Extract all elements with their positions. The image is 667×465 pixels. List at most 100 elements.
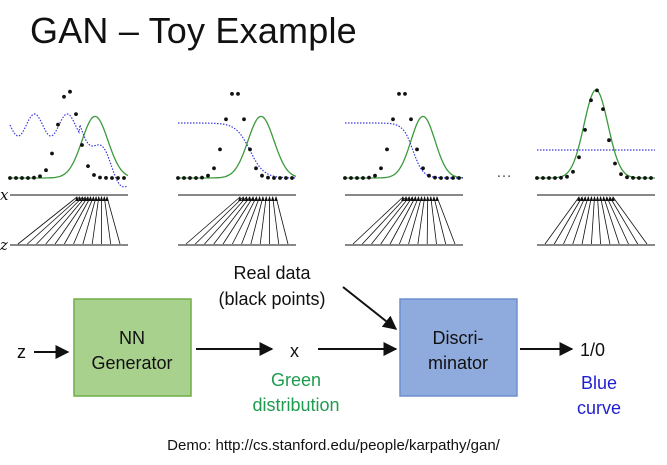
- real-data-point: [355, 176, 359, 180]
- mapping-arrow: [389, 196, 416, 245]
- mapping-arrow: [399, 196, 419, 245]
- mapping-arrow: [106, 196, 121, 245]
- real-data-point: [74, 112, 78, 116]
- mapping-arrowhead: [264, 196, 268, 201]
- real-data-point: [391, 117, 395, 122]
- mapping-arrowhead: [589, 196, 594, 201]
- real-data-point: [122, 176, 126, 180]
- real-data-point: [643, 176, 647, 180]
- mapping-arrow: [572, 196, 589, 245]
- real-data-point: [182, 176, 186, 180]
- generator-label-line1: NN: [119, 328, 145, 348]
- mapping-arrowhead: [586, 196, 591, 201]
- real-data-point: [284, 176, 288, 180]
- mapping-arrowhead: [577, 196, 581, 201]
- mapping-arrowhead: [608, 196, 612, 201]
- mapping-arrow: [27, 196, 80, 245]
- real-data-point: [373, 173, 377, 178]
- real-data-point: [188, 176, 192, 180]
- real-data-point: [194, 176, 198, 180]
- real-data-point: [619, 172, 623, 177]
- blue-curve-line1: Blue: [581, 373, 617, 393]
- mapping-arrow: [606, 196, 629, 245]
- mapping-arrowhead: [410, 196, 415, 201]
- demo-link-text: Demo: http://cs.stanford.edu/people/karp…: [167, 437, 500, 454]
- real-data-point: [218, 147, 222, 152]
- real-data-point: [110, 176, 114, 180]
- mapping-arrowhead: [274, 196, 278, 201]
- real-data-point: [589, 98, 593, 103]
- real-data-point: [230, 92, 234, 96]
- real-data-point: [224, 117, 228, 122]
- toy-panels: [8, 88, 655, 246]
- output-label: 1/0: [580, 340, 605, 360]
- mapping-arrowhead: [611, 196, 615, 201]
- mapping-arrowhead: [598, 196, 603, 201]
- real-data-point: [367, 175, 371, 180]
- mapping-arrow: [82, 196, 97, 245]
- mapping-arrowhead: [257, 196, 262, 201]
- real-data-point: [457, 176, 461, 180]
- real-data-point: [272, 176, 276, 180]
- mapping-arrow: [380, 196, 413, 245]
- real-data-point: [583, 127, 587, 132]
- mapping-arrowhead: [416, 196, 421, 201]
- mapping-arrowhead: [251, 196, 255, 201]
- green-distribution-line1: Green: [271, 370, 321, 390]
- real-data-point: [607, 138, 611, 143]
- real-data-point: [553, 176, 557, 180]
- real-data-point: [50, 151, 54, 156]
- real-data-point: [349, 176, 353, 180]
- green-distribution-line2: distribution: [252, 395, 339, 415]
- mapping-arrow: [275, 196, 289, 245]
- real-data-point: [571, 169, 575, 174]
- mapping-arrow: [352, 196, 404, 245]
- mapping-arrow: [581, 196, 592, 245]
- real-data-point: [248, 147, 252, 152]
- mapping-arrow: [64, 196, 91, 245]
- blue-curve-line2: curve: [577, 398, 621, 418]
- real-data-point: [397, 92, 401, 96]
- real-data-point: [409, 117, 413, 122]
- generated-distribution-curve: [345, 115, 464, 179]
- real-data-point: [32, 175, 36, 180]
- real-data-point: [385, 147, 389, 152]
- real-data-point: [8, 176, 12, 180]
- mapping-arrowhead: [580, 196, 584, 201]
- real-data-point: [415, 147, 419, 152]
- mapping-arrowhead: [601, 196, 606, 201]
- mapping-arrow: [250, 196, 264, 245]
- mapping-arrow: [563, 196, 586, 245]
- mapping-arrowhead: [592, 196, 597, 201]
- real-data-point: [565, 174, 569, 179]
- real-data-point: [535, 176, 539, 180]
- generated-distribution-curve: [10, 115, 129, 179]
- mapping-arrowhead: [605, 196, 609, 201]
- real-data-point: [212, 166, 216, 171]
- mapping-arrowhead: [105, 196, 109, 201]
- real-data-point: [290, 176, 294, 180]
- mapping-arrow: [36, 196, 83, 245]
- real-data-point: [278, 176, 282, 180]
- mapping-arrowhead: [583, 196, 587, 201]
- real-data-point: [577, 155, 581, 160]
- real-data-point: [343, 176, 347, 180]
- real-data-point: [451, 176, 455, 180]
- discriminator-curve: [9, 113, 129, 188]
- real-data-point: [421, 166, 425, 171]
- real-data-point: [104, 176, 108, 180]
- real-data-point: [116, 176, 120, 180]
- mapping-arrowhead: [99, 196, 104, 201]
- real-data-point: [445, 176, 449, 180]
- mapping-arrow: [408, 196, 422, 245]
- real-data-point: [86, 164, 90, 169]
- mapping-arrow: [103, 196, 112, 245]
- mapping-arrowhead: [261, 196, 265, 201]
- mapping-arrow: [241, 196, 260, 245]
- mapping-arrow: [73, 196, 94, 245]
- real-data-point: [98, 175, 102, 180]
- mapping-arrowhead: [435, 196, 439, 201]
- mapping-arrow: [213, 196, 251, 245]
- real-data-point: [403, 92, 407, 96]
- mapping-arrow: [371, 196, 410, 245]
